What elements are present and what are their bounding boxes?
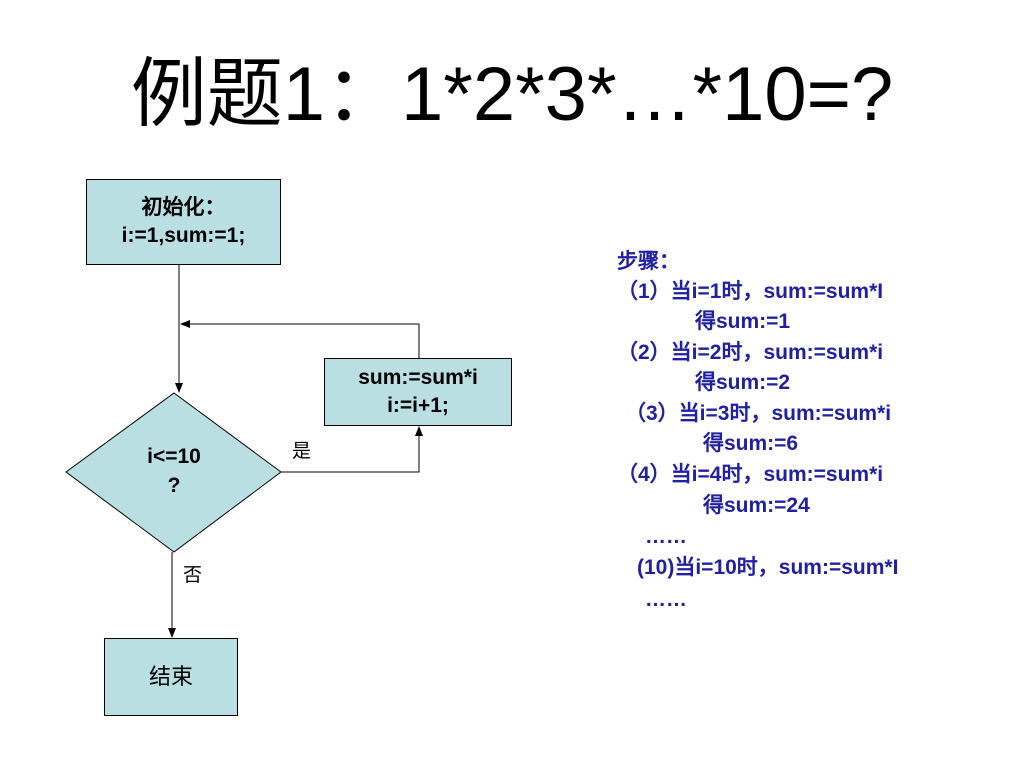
step-line: 得sum:=2 — [695, 371, 791, 394]
condition-text: i<=10 ? — [66, 393, 282, 552]
yes-label: 是 — [292, 441, 312, 462]
step-line: …… — [645, 588, 687, 611]
end-box: 结束 — [104, 638, 238, 716]
arrow-loop-back — [180, 320, 420, 358]
step-line: （3）当i=3时，sum:=sum*i — [625, 402, 892, 425]
step-line: （4）当i=4时，sum:=sum*i — [617, 463, 884, 486]
init-line-1: 初始化： — [141, 196, 226, 219]
step-line: 得sum:=6 — [703, 432, 799, 455]
condition-line-1: i<=10 — [147, 444, 201, 468]
no-label: 否 — [183, 565, 203, 586]
init-box: 初始化： i:=1,sum:=1; — [86, 179, 281, 265]
step-line: 得sum:=24 — [703, 494, 810, 517]
steps-heading: 步骤： — [617, 250, 680, 273]
init-line-2: i:=1,sum:=1; — [121, 224, 246, 247]
step-line: …… — [645, 525, 687, 548]
loop-body-line-2: i:=i+1; — [387, 394, 449, 417]
step-line: （2）当i=2时，sum:=sum*i — [617, 341, 884, 364]
end-label: 结束 — [148, 664, 193, 689]
condition-line-2: ? — [167, 473, 181, 497]
step-line: 得sum:=1 — [695, 310, 791, 333]
step-line: （1）当i=1时，sum:=sum*I — [617, 280, 884, 303]
step-line: (10)当i=10时，sum:=sum*I — [637, 556, 899, 579]
loop-body-line-1: sum:=sum*i — [358, 366, 478, 389]
slide-title: 例题1：1*2*3*…*10=? — [130, 52, 894, 137]
loop-body-box: sum:=sum*i i:=i+1; — [324, 358, 512, 426]
